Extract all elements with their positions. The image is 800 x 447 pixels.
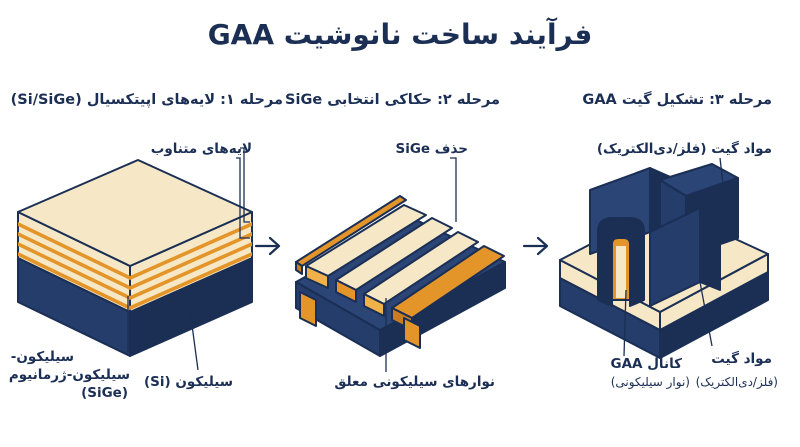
stage-1-title: مرحله ۱: لایه‌های اپیتکسیال (Si/SiGe) xyxy=(10,92,283,108)
stage-1-callouts xyxy=(127,147,250,371)
stage-3-callouts xyxy=(623,157,727,357)
stage-3-title: مرحله ۳: تشکیل گیت GAA xyxy=(582,92,772,108)
label-gate-material-bottom: مواد گیت xyxy=(711,351,772,367)
stage-1-block xyxy=(17,159,253,357)
label-suspended-nanowires: نوارهای سیلیکونی معلق xyxy=(334,374,495,390)
stage-2-block xyxy=(295,195,506,357)
label-silicon-germanium-line2: سیلیکون-ژرمانیوم xyxy=(8,367,130,383)
label-gate-material-bottom-sub: (فلز/دی‌الکتریک) xyxy=(695,375,778,389)
label-silicon: سیلیکون (Si) xyxy=(143,374,233,390)
stage-2-callouts xyxy=(385,157,457,372)
label-silicon-germanium-line3: (SiGe) xyxy=(81,385,128,401)
stage-3-block xyxy=(559,163,769,359)
label-gaa-channel: کانال GAA xyxy=(610,356,682,372)
stage-2-title: مرحله ۲: حکاکی انتخابی SiGe xyxy=(285,92,500,108)
label-gaa-channel-sub: (نوار سیلیکونی) xyxy=(610,375,690,389)
arrow-1-icon xyxy=(254,236,281,256)
arrow-2-icon xyxy=(522,236,549,256)
label-gate-material-top: مواد گیت (فلز/دی‌الکتریک) xyxy=(596,141,772,157)
label-silicon-germanium-line1: سیلیکون- xyxy=(10,349,74,365)
page-title: فرآیند ساخت نانوشیت GAA xyxy=(207,18,593,51)
label-sige-removal: حذف SiGe xyxy=(395,141,468,157)
label-alternating-layers: لایه‌های متناوب xyxy=(150,141,252,157)
